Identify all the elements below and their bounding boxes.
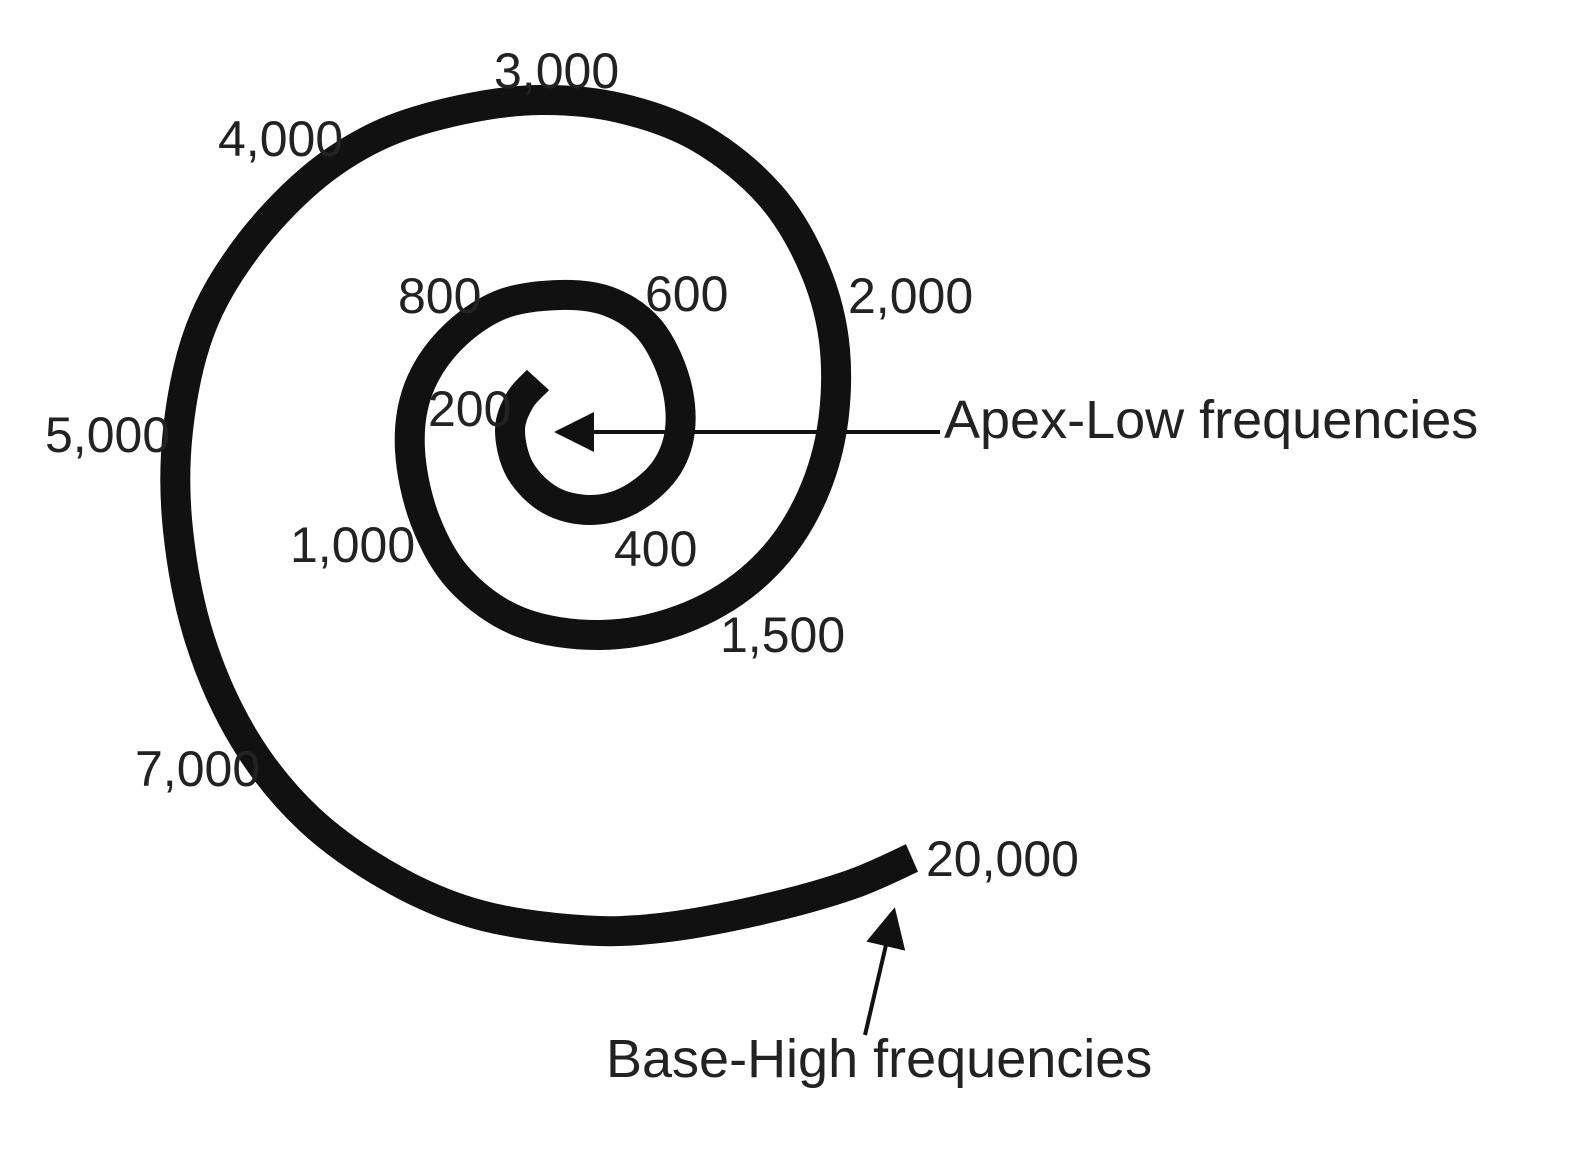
freq-label-200: 200 (428, 381, 511, 437)
freq-label-4000: 4,000 (218, 111, 343, 167)
freq-label-5000: 5,000 (45, 407, 170, 463)
freq-label-600: 600 (645, 266, 728, 322)
freq-label-400: 400 (614, 521, 697, 577)
freq-label-7000: 7,000 (135, 741, 260, 797)
apex-annotation: Apex-Low frequencies (944, 390, 1478, 450)
freq-label-20000: 20,000 (926, 831, 1079, 887)
base-annotation: Base-High frequencies (606, 1029, 1152, 1089)
freq-label-3000: 3,000 (494, 43, 619, 99)
freq-label-2000: 2,000 (848, 268, 973, 324)
freq-label-800: 800 (398, 268, 481, 324)
freq-label-1000: 1,000 (290, 517, 415, 573)
base-arrow (863, 907, 906, 1036)
cochlea-spiral (160, 84, 919, 947)
freq-label-1500: 1,500 (720, 607, 845, 663)
